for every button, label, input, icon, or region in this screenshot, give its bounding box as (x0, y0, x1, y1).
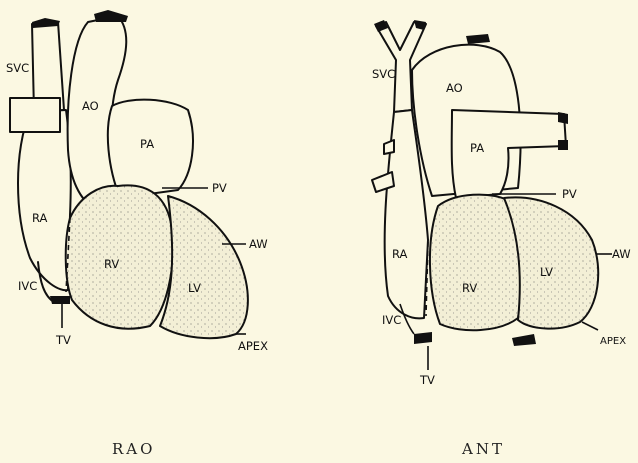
ant-label-ivc: IVC (382, 313, 401, 327)
ant-label-ra: RA (392, 247, 408, 261)
rao-view: SVC AO PA PV RA RV LV AW IVC TV APEX RAO (6, 10, 268, 458)
ant-label-svc: SVC (372, 67, 395, 81)
rao-label-tv: TV (55, 333, 71, 347)
ant-lower-cap (512, 334, 536, 346)
ant-label-rv: RV (462, 281, 477, 295)
ant-left-ventricle (504, 197, 598, 328)
ant-ivc-cap (414, 332, 432, 344)
ant-label-aw: AW (612, 247, 631, 261)
ant-pa-branch-cap-2 (558, 140, 568, 150)
ant-side-branch-1 (384, 140, 394, 154)
rao-right-atrium (18, 110, 71, 290)
rao-label-ao: AO (82, 99, 99, 113)
ant-label-apex: APEX (600, 336, 626, 347)
rao-label-ivc: IVC (18, 279, 37, 293)
ant-label-pv: PV (562, 187, 577, 201)
ant-view: SVC AO PA PV RA RV LV AW IVC TV APEX ANT (372, 20, 631, 458)
rao-left-ventricle (160, 196, 248, 338)
rao-aorta-cap (94, 10, 128, 22)
rao-right-ventricle (66, 185, 173, 328)
rao-label-rv: RV (104, 257, 119, 271)
rao-label-pa: PA (140, 137, 154, 151)
ant-pa-branch-cap-1 (558, 112, 568, 124)
rao-label-lv: LV (188, 281, 201, 295)
ant-label-lv: LV (540, 265, 553, 279)
rao-label-ra: RA (32, 211, 48, 225)
rao-label-pv: PV (212, 181, 227, 195)
rao-caption: RAO (112, 440, 155, 458)
ant-label-ao: AO (446, 81, 463, 95)
rao-label-apex: APEX (238, 339, 268, 353)
ant-apex-pointer (582, 322, 598, 330)
ant-aorta-cap (466, 34, 490, 44)
ant-right-ventricle (430, 195, 521, 331)
rao-label-aw: AW (249, 237, 268, 251)
ant-label-tv: TV (419, 373, 435, 387)
rao-side-vessel (10, 98, 60, 132)
ant-label-pa: PA (470, 141, 484, 155)
ant-caption: ANT (461, 440, 505, 458)
rao-label-svc: SVC (6, 61, 29, 75)
rao-ivc-cap (50, 296, 70, 304)
